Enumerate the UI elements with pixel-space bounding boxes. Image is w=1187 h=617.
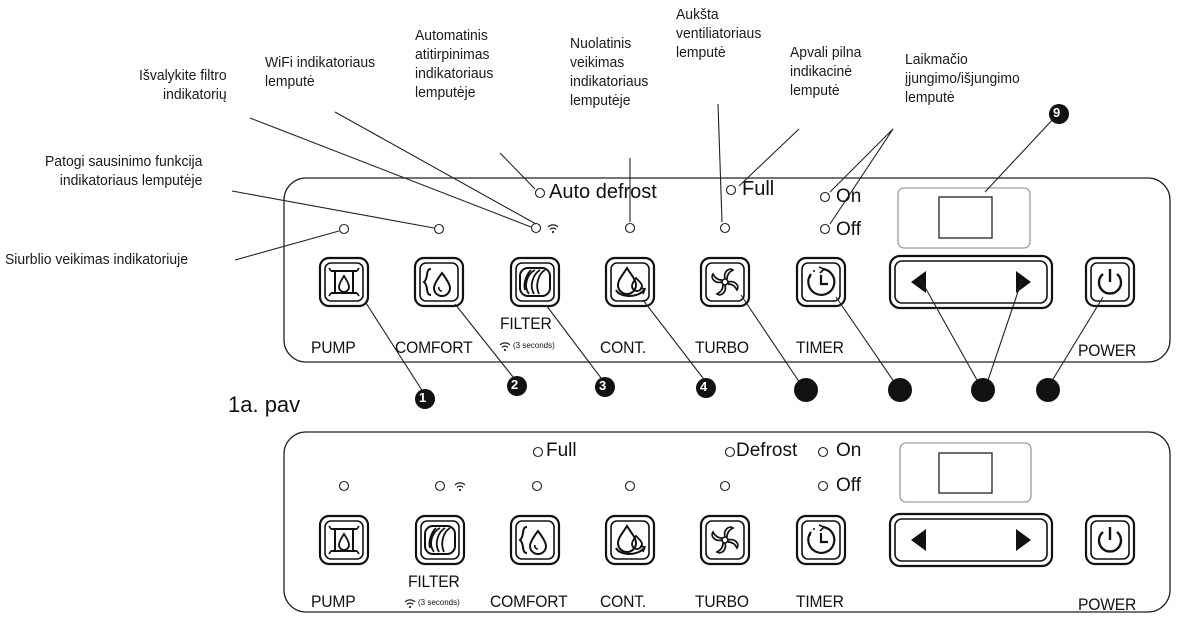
timer-label: TIMER [796,592,844,611]
annotation-filter: Išvalykite filtro indikatorių [139,67,227,103]
full-label: Full [546,440,577,461]
comfort-indicator-dot [531,480,543,492]
callout-3-number: 3 [599,378,607,393]
turbo-button[interactable] [699,256,751,308]
display-screen [938,452,993,494]
filter-indicator-dot [530,222,542,234]
pump-indicator-dot [338,480,350,492]
comfort-label: COMFORT [395,338,473,357]
wifi-icon [499,342,511,352]
arrow-left-icon[interactable] [911,529,926,551]
wifi-icon [547,224,559,234]
annotation-cont: Nuolatinis veikimas indikatoriaus lemput… [570,35,649,109]
on-indicator-dot [817,446,829,458]
turbo-label: TURBO [695,338,749,357]
callout-4-number: 4 [700,379,708,394]
comfort-label: COMFORT [490,592,568,611]
comfort-button[interactable] [413,256,465,308]
turbo-button[interactable] [699,514,751,566]
comfort-indicator-dot [433,223,445,235]
timer-label: TIMER [796,338,844,357]
power-label: POWER [1078,595,1137,614]
arrow-left-icon[interactable] [911,271,926,293]
filter-hold-hint: (3 seconds) [513,341,555,350]
filter-indicator-dot [434,480,446,492]
annotation-pump: Siurblio veikimas indikatoriuje [5,251,188,268]
power-button[interactable] [1084,256,1136,308]
turbo-indicator-dot [719,480,731,492]
pump-label: PUMP [311,338,356,357]
annotation-full: Apvali pilna indikacinė lemputė [790,44,862,99]
wifi-icon [454,482,466,492]
annotation-timer: Laikmačio įjungimo/išjungimo lemputė [905,51,1020,106]
auto-defrost-indicator-dot [534,187,546,199]
annotation-leaders [231,103,1104,396]
turbo-label: TURBO [695,592,749,611]
pump-label: PUMP [311,592,356,611]
cont-label: CONT. [600,592,647,611]
full-indicator-dot [532,446,544,458]
arrow-buttons[interactable] [888,254,1054,310]
callout-markers [415,104,1069,409]
wifi-icon [404,599,416,609]
cont-indicator-dot [624,222,636,234]
timer-button[interactable] [795,514,847,566]
callout-6 [888,378,912,402]
callout-2 [507,376,527,396]
annotation-comfort: Patogi sausinimo funkcija indikatoriaus … [45,153,203,189]
annotation-auto-defrost: Automatinis atitirpinimas indikatoriaus … [415,27,494,101]
auto-defrost-label: Auto defrost [549,181,657,203]
comfort-button[interactable] [509,514,561,566]
power-button[interactable] [1084,514,1136,566]
display-window [899,442,1032,503]
on-indicator-dot [819,191,831,203]
arrow-buttons[interactable] [888,512,1054,568]
off-label: Off [836,219,861,240]
cont-button[interactable] [604,514,656,566]
turbo-indicator-dot [719,222,731,234]
filter-button[interactable] [414,514,466,566]
callout-9 [1049,104,1069,124]
callout-7 [971,378,995,402]
callout-5 [794,378,818,402]
off-label: Off [836,475,861,496]
callout-1 [415,389,435,409]
full-indicator-dot [725,184,737,196]
callout-3 [595,377,615,397]
pump-indicator-dot [338,223,350,235]
filter-button[interactable] [509,256,561,308]
callout-1-number: 1 [419,390,427,405]
cont-label: CONT. [600,338,647,357]
pump-button[interactable] [318,514,370,566]
pump-button[interactable] [318,256,370,308]
bottom-panel-frame [283,431,1171,613]
defrost-indicator-dot [724,446,736,458]
callout-2-number: 2 [511,377,519,392]
callout-4 [696,378,716,398]
defrost-label: Defrost [736,440,798,461]
filter-label: FILTER [408,572,460,591]
on-label: On [836,440,862,461]
filter-hold-hint: (3 seconds) [418,598,460,607]
off-indicator-dot [817,480,829,492]
callout-9-number: 9 [1053,105,1061,120]
top-panel-frame [283,177,1171,363]
cont-button[interactable] [604,256,656,308]
filter-label: FILTER [500,314,552,333]
full-label: Full [742,178,775,200]
annotation-wifi: WiFi indikatoriaus lemputė [265,54,376,90]
arrow-right-icon[interactable] [1016,529,1031,551]
annotation-turbo: Aukšta ventiliatoriaus lemputė [676,6,762,61]
display-window [897,187,1031,249]
off-indicator-dot [819,223,831,235]
callout-8 [1036,378,1060,402]
display-screen [938,196,993,239]
on-label: On [836,186,862,207]
power-label: POWER [1078,341,1137,360]
cont-indicator-dot [624,480,636,492]
figure-caption: 1a. pav [228,392,301,417]
